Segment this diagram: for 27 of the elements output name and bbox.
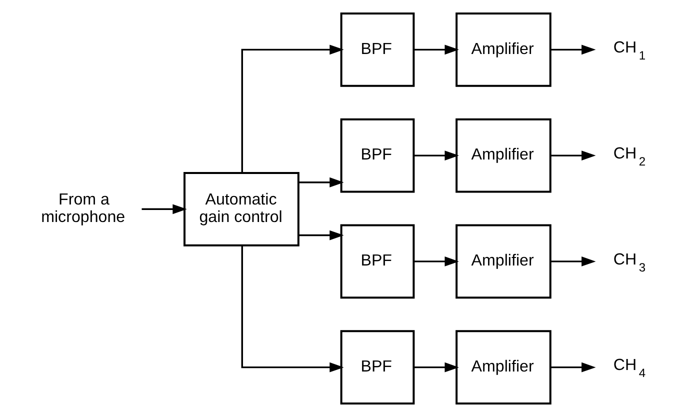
- node-text: From a microphone: [40, 190, 125, 226]
- node-text: CH$_{3}$: [612, 250, 646, 274]
- arrow: [240, 245, 344, 372]
- node-box: Amplifier: [455, 118, 551, 193]
- arrow: [413, 150, 458, 161]
- node-box: BPF: [340, 118, 414, 193]
- arrow: [298, 177, 344, 188]
- arrow: [550, 150, 596, 161]
- arrow: [413, 362, 458, 372]
- node-box: BPF: [340, 330, 414, 404]
- node-text: CH$_{4}$: [612, 356, 646, 380]
- arrow: [550, 256, 596, 266]
- arrow: [298, 230, 344, 240]
- arrow: [413, 44, 458, 55]
- arrow: [141, 204, 186, 214]
- node-box: Amplifier: [455, 12, 551, 87]
- arrow: [413, 256, 458, 266]
- node-text: CH$_{2}$: [612, 144, 646, 168]
- arrow: [550, 44, 596, 55]
- node-box: Automatic gain control: [183, 172, 299, 246]
- node-text: CH$_{1}$: [612, 38, 646, 62]
- arrow: [240, 44, 344, 173]
- node-box: BPF: [340, 224, 414, 299]
- node-box: Amplifier: [455, 224, 551, 299]
- arrow: [550, 362, 596, 372]
- node-box: BPF: [340, 12, 414, 87]
- node-box: Amplifier: [455, 330, 551, 404]
